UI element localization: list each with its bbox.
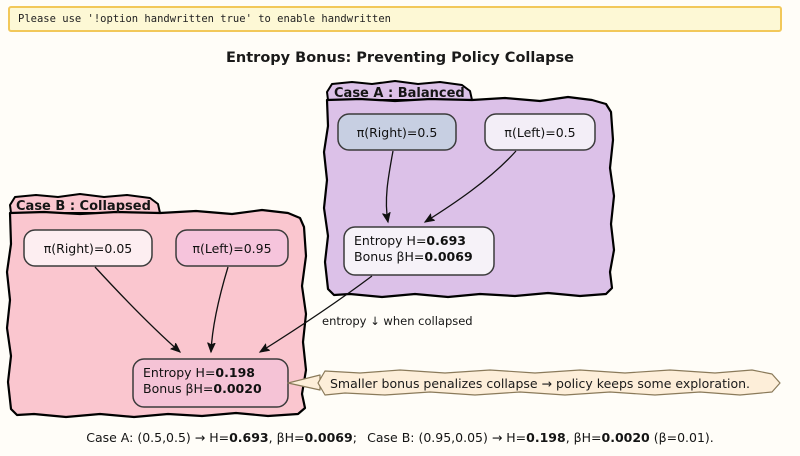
node-b-right[interactable] (23, 229, 153, 267)
b-entropy-h-value: 0.198 (215, 365, 255, 380)
edge-b-left-to-entropy (211, 266, 229, 352)
b-entropy-line2-prefix: Bonus βH= (143, 381, 214, 396)
node-a-left[interactable] (484, 113, 596, 151)
node-label-a-left: π(Left)=0.5 (504, 125, 576, 140)
caption-part-2: , βH= (268, 430, 305, 445)
node-label-a-entropy: Entropy H=0.693 Bonus βH=0.0069 (354, 233, 473, 265)
caption-part-1: Case A: (0.5,0.5) → H= (86, 430, 230, 445)
group-case-a-tab (326, 80, 473, 101)
b-entropy-bonus-value: 0.0020 (213, 381, 262, 396)
group-label-case-a: Case A : Balanced (334, 86, 465, 101)
edge-a-left-to-entropy (425, 150, 517, 222)
edge-a-right-to-entropy (386, 150, 394, 222)
node-a-right[interactable] (337, 113, 457, 151)
note-body (317, 369, 781, 396)
a-entropy-line2-prefix: Bonus βH= (354, 249, 425, 264)
group-label-case-b: Case B : Collapsed (16, 199, 151, 214)
diagram-caption: Case A: (0.5,0.5) → H=0.693, βH=0.0069; … (0, 430, 800, 445)
caption-case-b-bonus: 0.0020 (601, 430, 650, 445)
caption-part-4: , βH= (565, 430, 602, 445)
node-label-b-right: π(Right)=0.05 (43, 241, 133, 256)
banner-message: Please use '!option handwritten true' to… (18, 13, 391, 25)
note-text: Smaller bonus penalizes collapse → polic… (330, 376, 751, 391)
a-entropy-bonus-value: 0.0069 (424, 249, 473, 264)
edge-a-entropy-to-b-entropy (260, 275, 373, 352)
edge-b-right-to-entropy (94, 266, 180, 352)
caption-case-b-h: 0.198 (526, 430, 566, 445)
a-entropy-h-value: 0.693 (426, 233, 466, 248)
group-case-b-tab (9, 193, 161, 214)
node-a-entropy[interactable] (343, 226, 495, 276)
a-entropy-line1-prefix: Entropy H= (354, 233, 427, 248)
caption-case-a-h: 0.693 (229, 430, 269, 445)
caption-part-5: (β=0.01). (649, 430, 714, 445)
edge-label-entropy-drop: entropy ↓ when collapsed (322, 314, 473, 328)
caption-case-a-bonus: 0.0069 (304, 430, 353, 445)
node-label-a-right: π(Right)=0.5 (356, 125, 438, 140)
node-b-left[interactable] (175, 229, 289, 267)
handwritten-option-banner: Please use '!option handwritten true' to… (8, 6, 782, 32)
node-label-b-left: π(Left)=0.95 (192, 241, 272, 256)
page-title: Entropy Bonus: Preventing Policy Collaps… (226, 50, 574, 66)
caption-part-3: ; Case B: (0.95,0.05) → H= (352, 430, 527, 445)
note-callout (287, 369, 781, 396)
node-label-b-entropy: Entropy H=0.198 Bonus βH=0.0020 (143, 365, 262, 397)
b-entropy-line1-prefix: Entropy H= (143, 365, 216, 380)
